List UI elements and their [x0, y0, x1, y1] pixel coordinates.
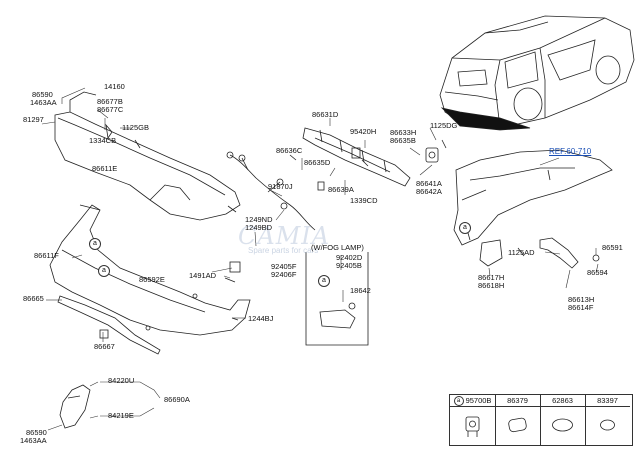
part-label: 95420H [350, 127, 377, 136]
legend-cell: 83397 [585, 395, 630, 445]
part-label: 86590 [26, 428, 47, 437]
sensor-parts-illustration [99, 123, 447, 339]
part-label: 86590 [32, 90, 53, 99]
legend-part-code: 86379 [507, 396, 528, 405]
part-label: 86631D [312, 110, 339, 119]
part-label: 84219E [108, 411, 134, 420]
part-label: 81297 [23, 115, 44, 124]
fog-lamp-inset-illustration [305, 252, 369, 346]
part-label: 86611E [92, 164, 118, 173]
part-label: 86591 [602, 243, 623, 252]
part-label: 86618H [478, 281, 505, 290]
fog-lamp-note: (W/FOG LAMP) [311, 243, 364, 252]
part-label: 86594 [587, 268, 608, 277]
callout-marker: a [459, 222, 471, 234]
legend-header: 83397 [585, 395, 630, 407]
legend-header: 86379 [495, 395, 540, 407]
part-label: 86667 [94, 342, 115, 351]
grommet-icon [600, 419, 615, 431]
oval-plug-icon [552, 418, 573, 432]
part-label: 1125AD [508, 248, 535, 257]
wiring-harness-illustration [226, 151, 316, 231]
part-label: 86642A [416, 187, 442, 196]
part-label: 91870J [268, 182, 293, 191]
part-label: 86592E [139, 275, 165, 284]
leader-lines [41, 87, 599, 431]
part-label: 86636C [276, 146, 303, 155]
part-label: 86611F [34, 251, 59, 260]
part-label: 86677C [97, 105, 124, 114]
part-label: 92405B [336, 261, 362, 270]
legend-part-code: 83397 [597, 396, 618, 405]
legend-part-code: 95700B [465, 396, 492, 405]
bumper-cover-upper-illustration [54, 91, 241, 221]
part-label: 86614F [568, 303, 594, 312]
legend-cell: 62863 [540, 395, 586, 445]
part-label: 86635D [304, 158, 331, 167]
part-label: 92405F [271, 262, 297, 271]
side-brackets-right-illustration [479, 237, 600, 269]
legend-cell: 86379 [495, 395, 541, 445]
part-label: 1249ND [245, 215, 273, 224]
skid-strip-illustration [57, 295, 161, 355]
pad-icon [508, 417, 527, 433]
reference-link[interactable]: REF.60-710 [549, 147, 592, 156]
part-label: 14160 [104, 82, 125, 91]
watermark-logo: CAMIA [238, 222, 331, 250]
part-label: 86665 [23, 294, 44, 303]
quarter-panel-illustration [453, 149, 613, 246]
callout-marker: a [318, 275, 330, 287]
part-label: 86635B [390, 136, 416, 145]
part-label: 86633H [390, 128, 417, 137]
part-label: 1463AA [20, 436, 47, 445]
part-label: 1249BD [245, 223, 273, 232]
part-label: 18642 [350, 286, 371, 295]
part-label: 86613H [568, 295, 595, 304]
part-label: 1491AD [189, 271, 217, 280]
part-label: 86690A [164, 395, 190, 404]
part-label: 1244BJ [248, 314, 274, 323]
part-label: 1334CB [89, 136, 117, 145]
part-label: 84220U [108, 376, 135, 385]
bumper-cover-lower-illustration [49, 204, 251, 336]
side-bracket-illustration [59, 384, 91, 429]
part-label: 1125GB [122, 123, 149, 132]
clip-icon [465, 416, 480, 437]
car-outline-illustration [439, 15, 635, 131]
callout-marker: a [89, 238, 101, 250]
legend-callout-marker: a [453, 396, 464, 407]
legend-part-code: 62863 [552, 396, 573, 405]
part-label: 1125DG [430, 121, 458, 130]
callout-marker: a [98, 265, 110, 277]
part-label: 86677B [97, 97, 123, 106]
beam-illustration [302, 127, 411, 187]
part-label: 1339CD [350, 196, 378, 205]
part-label: 92402D [336, 253, 363, 262]
part-label: 86641A [416, 179, 442, 188]
watermark-subtitle: Spare parts for cars [248, 246, 319, 255]
part-label: 92406F [271, 270, 297, 279]
part-label: 86617H [478, 273, 505, 282]
legend-header: 62863 [540, 395, 585, 407]
part-label: 1463AA [30, 98, 57, 107]
part-label: 86639A [328, 185, 354, 194]
